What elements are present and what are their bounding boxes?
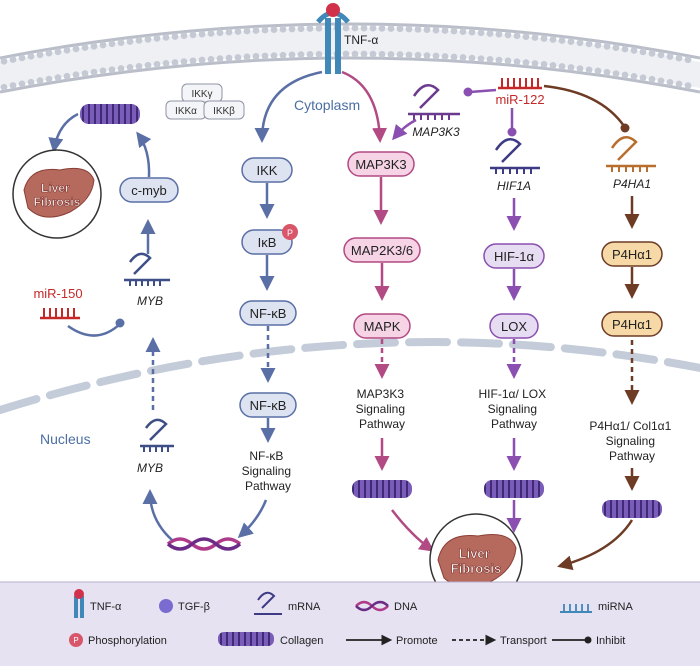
- legend-tnf-label: TNF-α: [90, 601, 122, 613]
- hif1a-gene-label: HIF1A: [497, 179, 531, 193]
- legend-dna-icon: [355, 600, 389, 612]
- mir122-icon: [498, 78, 542, 90]
- p4ha1-protein-label-2: P4Hα1: [612, 317, 652, 332]
- mapk-label: MAPK: [364, 319, 401, 334]
- myb-cyto-mrna-icon: [124, 252, 170, 286]
- p4ha-pathway: P4HA1 P4Hα1 P4Hα1 P4Hα1/ Col1α1 Signalin…: [557, 135, 674, 571]
- legend-tgf-icon: [159, 599, 173, 613]
- ikk-gamma-label: IKKγ: [191, 89, 212, 100]
- legend-mirna-label: miRNA: [598, 601, 633, 613]
- phosphorylation-icon: [282, 224, 298, 240]
- p4ha1-gene-label: P4HA1: [613, 177, 651, 191]
- mir150-icon: [40, 308, 80, 320]
- legend-mirna-icon: [560, 604, 592, 613]
- dna-helix-icon: [166, 537, 242, 551]
- nfkb-nuc-node: [239, 392, 297, 418]
- phosphorylation-mark: P: [287, 228, 293, 238]
- outcome-label: Liver Fibrosis: [451, 546, 502, 576]
- legend-dna-label: DNA: [394, 601, 418, 613]
- ikk-alpha-label: IKKα: [175, 106, 197, 117]
- legend-inhibit-label: Inhibit: [596, 635, 625, 647]
- p4ha-collagen-icon: [602, 500, 662, 518]
- hif1a-protein-label: HIF-1α: [494, 249, 535, 264]
- legend-inhibit-end: [584, 636, 592, 644]
- nfkb-nuc-label: NF-κB: [250, 398, 287, 413]
- mir122-label: miR-122: [495, 92, 544, 107]
- p4ha1-mrna-icon: [606, 135, 656, 172]
- hif1a-node: [483, 243, 545, 269]
- legend-mrna-icon: [254, 591, 282, 615]
- map3k3-mrna-icon: [408, 83, 460, 120]
- myb-branch: MYB MYB c-myb Liver Fibrosis miR-150: [12, 104, 179, 541]
- mir150-label: miR-150: [33, 286, 82, 301]
- legend-tgf-label: TGF-β: [178, 601, 210, 613]
- map3k3-pathway-label: MAP3K3 Signaling Pathway: [356, 387, 409, 431]
- legend-phosphorylation-icon: [69, 633, 83, 647]
- hif-pathway-label: HIF-1α/ LOX Signaling Pathway: [479, 387, 550, 431]
- tnf-receptor-icon: [316, 3, 350, 74]
- collagen-top-icon: [80, 104, 140, 124]
- p4ha1-node-2: [601, 311, 663, 337]
- legend-mrna-label: mRNA: [288, 601, 321, 613]
- hif-pathway: HIF1A HIF-1α LOX HIF-1α/ LOX Signaling P…: [479, 137, 550, 533]
- p4ha1-protein-label-1: P4Hα1: [612, 247, 652, 262]
- myb-nuc-mrna-icon: [140, 418, 174, 452]
- myb-cyto-label: MYB: [137, 294, 163, 308]
- legend-collagen-label: Collagen: [280, 635, 323, 647]
- hif1a-mrna-icon: [490, 137, 540, 174]
- nfkb-cyto-label: NF-κB: [250, 306, 287, 321]
- nfkb-pathway-label: NF-κB Signaling Pathway: [242, 449, 295, 493]
- ikk-node: [241, 157, 293, 183]
- map3k3-pathway: MAP3K3 MAP3K3 MAP2K3/6 MAPK MAP3K3 Signa…: [341, 70, 460, 552]
- map3k3-gene-label: MAP3K3: [412, 125, 460, 139]
- legend-tnf-icon: [74, 589, 84, 618]
- legend-transport-label: Transport: [500, 635, 547, 647]
- ikk-complex: IKKγ IKKα IKKβ: [165, 83, 245, 120]
- cytoplasm-label: Cytoplasm: [294, 97, 360, 113]
- ikb-node: [241, 229, 293, 255]
- map2k-label: MAP2K3/6: [351, 243, 413, 258]
- lox-node: [489, 313, 539, 339]
- myb-nuc-label: MYB: [137, 461, 163, 475]
- p4ha1-node-1: [601, 241, 663, 267]
- legend-promote-label: Promote: [396, 635, 438, 647]
- nuclear-envelope: [0, 338, 700, 414]
- cmyb-label: c-myb: [131, 183, 166, 198]
- ikb-label: IκB: [258, 235, 277, 250]
- legend-phosphorylation-mark: P: [73, 636, 78, 645]
- mapk-node: [353, 313, 411, 339]
- map2k-node: [343, 237, 421, 263]
- ikk-label: IKK: [257, 163, 278, 178]
- liver-inset-label: Liver Fibrosis: [34, 181, 81, 209]
- hif-collagen-icon: [484, 480, 544, 498]
- nfkb-cyto-node: [239, 300, 297, 326]
- p4ha-pathway-label: P4Hα1/ Col1α1 Signaling Pathway: [589, 419, 674, 463]
- mir122-inhibit-lines: [463, 84, 630, 137]
- legend-collagen-icon: [218, 632, 274, 646]
- cmyb-node: [119, 177, 179, 203]
- legend-background: [0, 582, 700, 666]
- ligand-label: TNF-α: [344, 33, 378, 47]
- lox-label: LOX: [501, 319, 527, 334]
- nucleus-label: Nucleus: [40, 431, 91, 447]
- map3k3-protein-label: MAP3K3: [355, 157, 406, 172]
- map3k3-node: [347, 151, 415, 177]
- ikk-beta-label: IKKβ: [213, 106, 235, 117]
- liver-inset-icon: [23, 167, 95, 218]
- legend: TNF-α TGF-β mRNA DNA miRNA P Phosphoryla…: [0, 581, 700, 666]
- legend-phosphorylation-label: Phosphorylation: [88, 635, 167, 647]
- map3k3-collagen-icon: [352, 480, 412, 498]
- nfkb-pathway: IKK IκB P NF-κB NF-κB NF-κB Signaling Pa…: [237, 70, 323, 538]
